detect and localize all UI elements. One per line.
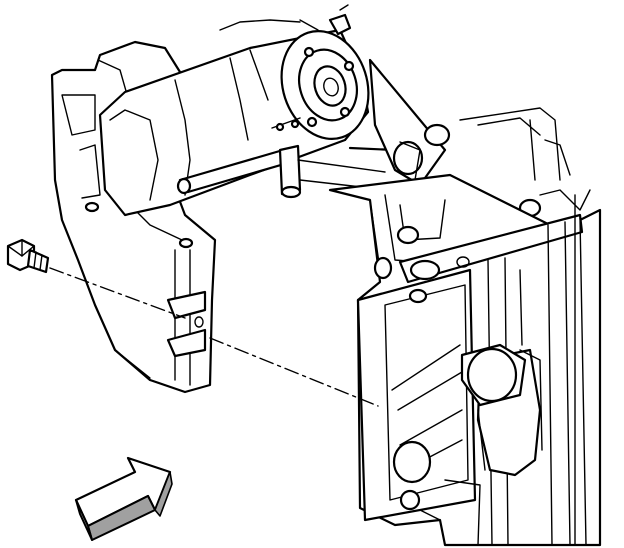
view-direction-arrow xyxy=(74,456,173,541)
engine-block xyxy=(328,119,602,547)
oil-filter xyxy=(460,343,543,477)
bolt-alignment-lines xyxy=(49,267,379,407)
starter-mounting-bolt xyxy=(6,238,50,274)
upper-bracket xyxy=(368,58,591,218)
starter-motor xyxy=(98,4,397,217)
